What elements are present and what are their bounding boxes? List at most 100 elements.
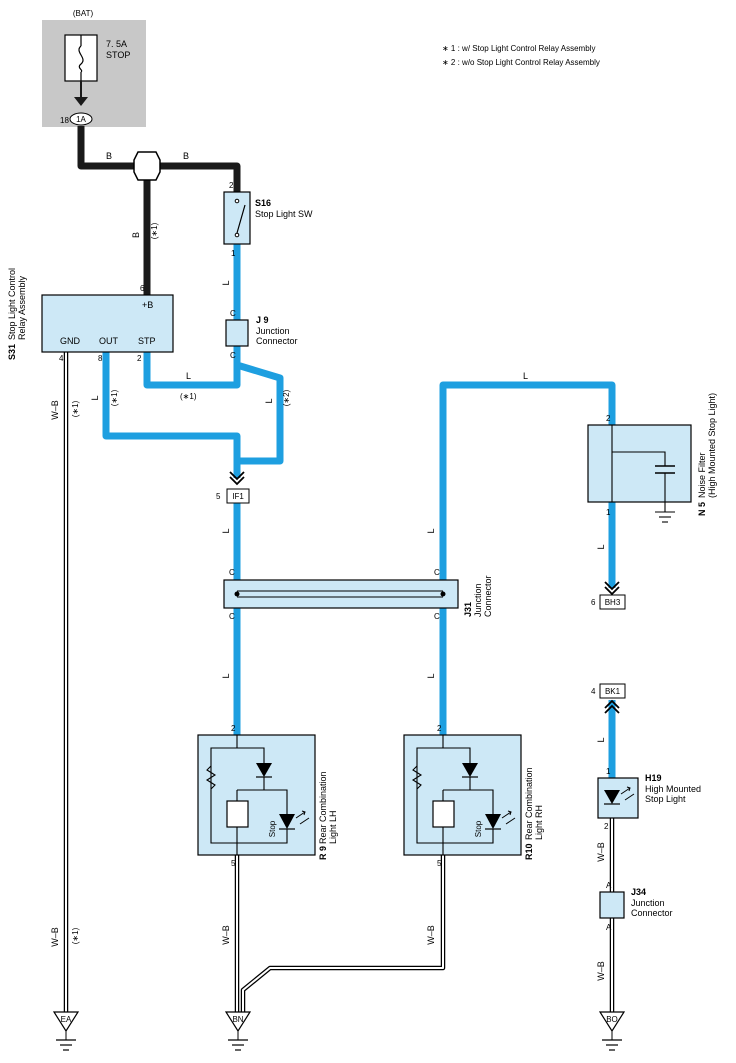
rear-combination-light-lh bbox=[197, 734, 316, 856]
r10-name2: Light RH bbox=[534, 805, 544, 840]
bk1-label: BK1 bbox=[605, 687, 621, 696]
j31-pin-c-1: C bbox=[229, 568, 235, 577]
ground-bo-label: BO bbox=[606, 1015, 618, 1024]
j31-code: J31 bbox=[463, 602, 473, 617]
h19-led bbox=[604, 790, 620, 804]
r10-stop: Stop bbox=[474, 820, 483, 837]
r9-code: R 9 bbox=[318, 846, 328, 860]
r10-diode bbox=[462, 763, 478, 777]
s31-pin6: 6 bbox=[140, 284, 145, 293]
r10-name1: Rear Combination bbox=[524, 767, 534, 840]
wire-label-l-out: L bbox=[90, 395, 100, 400]
fuse-rating: 7. 5A bbox=[106, 39, 127, 49]
h19-pin1: 1 bbox=[606, 767, 611, 776]
wire-l bbox=[102, 244, 616, 778]
s31-stp: STP bbox=[138, 336, 156, 346]
n5-name1: Noise Filter bbox=[697, 452, 707, 498]
n5-pin1: 1 bbox=[606, 508, 611, 517]
wire-label-l-stp: L bbox=[186, 371, 191, 381]
j9-pin-c-bottom: C bbox=[230, 351, 236, 360]
r9-lamp-body bbox=[226, 800, 249, 828]
wire-label-l-r9: L bbox=[221, 673, 231, 678]
j34-name1: Junction bbox=[631, 898, 665, 908]
r9-led bbox=[279, 814, 295, 829]
s31-name1: Stop Light Control bbox=[7, 268, 17, 340]
connector-if1 bbox=[226, 488, 250, 504]
rear-combination-light-rh bbox=[403, 734, 522, 856]
r9-diode bbox=[256, 763, 272, 777]
j34-pin-a-bottom: A bbox=[606, 923, 612, 932]
s16-pin2: 2 bbox=[229, 181, 234, 190]
high-mounted-stop-light bbox=[597, 777, 639, 819]
s16-pin1: 1 bbox=[231, 249, 236, 258]
r9-stop: Stop bbox=[268, 820, 277, 837]
h19-pin2: 2 bbox=[604, 822, 609, 831]
s31-code: S31 bbox=[7, 344, 17, 360]
r9-pin2: 2 bbox=[231, 724, 236, 733]
wire-label-wb-h19: W–B bbox=[596, 842, 606, 862]
wire-label-wb-ea: W–B bbox=[50, 927, 60, 947]
h19-name2: Stop Light bbox=[645, 794, 686, 804]
wire-label-l-if1: L bbox=[221, 528, 231, 533]
noise-filter bbox=[587, 424, 692, 503]
note-tag-1d: (∗1) bbox=[71, 400, 80, 417]
note-2: ∗ 2 : w/o Stop Light Control Relay Assem… bbox=[442, 58, 600, 67]
r10-pin5: 5 bbox=[437, 859, 442, 868]
j31-pin-c-2: C bbox=[434, 568, 440, 577]
j31-name2: Connector bbox=[483, 575, 493, 617]
bh3-pin: 6 bbox=[591, 598, 596, 607]
h19-code: H19 bbox=[645, 773, 662, 783]
n5-pin2: 2 bbox=[606, 414, 611, 423]
bk1-arrow bbox=[604, 699, 620, 714]
noise-filter-ground bbox=[655, 511, 675, 523]
j34-name2: Connector bbox=[631, 908, 673, 918]
s31-gnd: GND bbox=[60, 336, 81, 346]
wire-b bbox=[77, 126, 241, 295]
n5-name2: (High Mounted Stop Light) bbox=[707, 393, 717, 498]
j31-name1: Junction bbox=[473, 583, 483, 617]
stop-light-control-relay bbox=[41, 294, 174, 353]
note-tag-1b: (∗1) bbox=[180, 392, 197, 401]
connector-bh3 bbox=[599, 594, 626, 610]
r9-pin5: 5 bbox=[231, 859, 236, 868]
wire-label-wb-j34: W–B bbox=[596, 961, 606, 981]
j9-name1: Junction bbox=[256, 326, 290, 336]
wire-label-b-2: B bbox=[183, 151, 189, 161]
wire-label-wb-gnd: W–B bbox=[50, 400, 60, 420]
wire-label-l-r10: L bbox=[426, 673, 436, 678]
note-tag-2: (∗2) bbox=[282, 389, 291, 406]
connector-1A bbox=[69, 112, 93, 126]
r10-pin2: 2 bbox=[437, 724, 442, 733]
fuse-pin: 18 bbox=[60, 116, 69, 125]
s31-pin4: 4 bbox=[59, 354, 64, 363]
wire-label-b-3: B bbox=[131, 232, 141, 238]
switch-contact bbox=[236, 204, 246, 234]
bh3-label: BH3 bbox=[605, 598, 621, 607]
battery-label: (BAT) bbox=[73, 9, 94, 18]
if1-label: IF1 bbox=[232, 492, 244, 501]
ground-ea: EA bbox=[52, 1011, 80, 1051]
j9-name2: Connector bbox=[256, 336, 298, 346]
if1-pin: 5 bbox=[216, 492, 221, 501]
ground-bo: BO bbox=[598, 1011, 626, 1051]
splice-junction bbox=[133, 151, 161, 181]
wire-label-l-top: L bbox=[523, 371, 528, 381]
s16-code: S16 bbox=[255, 198, 271, 208]
s31-out: OUT bbox=[99, 336, 119, 346]
r10-led bbox=[485, 814, 501, 829]
r9-name2: Light LH bbox=[328, 810, 338, 844]
bh3-arrow bbox=[604, 581, 620, 596]
n5-code: N 5 bbox=[697, 502, 707, 516]
bk1-pin: 4 bbox=[591, 687, 596, 696]
j34-code: J34 bbox=[631, 887, 646, 897]
s31-name2: Relay Assembly bbox=[17, 275, 27, 340]
wire-label-l-h19: L bbox=[596, 737, 606, 742]
h19-name1: High Mounted bbox=[645, 784, 701, 794]
s16-name: Stop Light SW bbox=[255, 209, 313, 219]
ground-bn: BN bbox=[224, 1011, 252, 1051]
note-tag-1a: (∗1) bbox=[150, 222, 159, 239]
s31-pin8: 8 bbox=[98, 354, 103, 363]
junction-connector-j9 bbox=[225, 319, 249, 347]
wire-label-wb-r9: W–B bbox=[221, 925, 231, 945]
